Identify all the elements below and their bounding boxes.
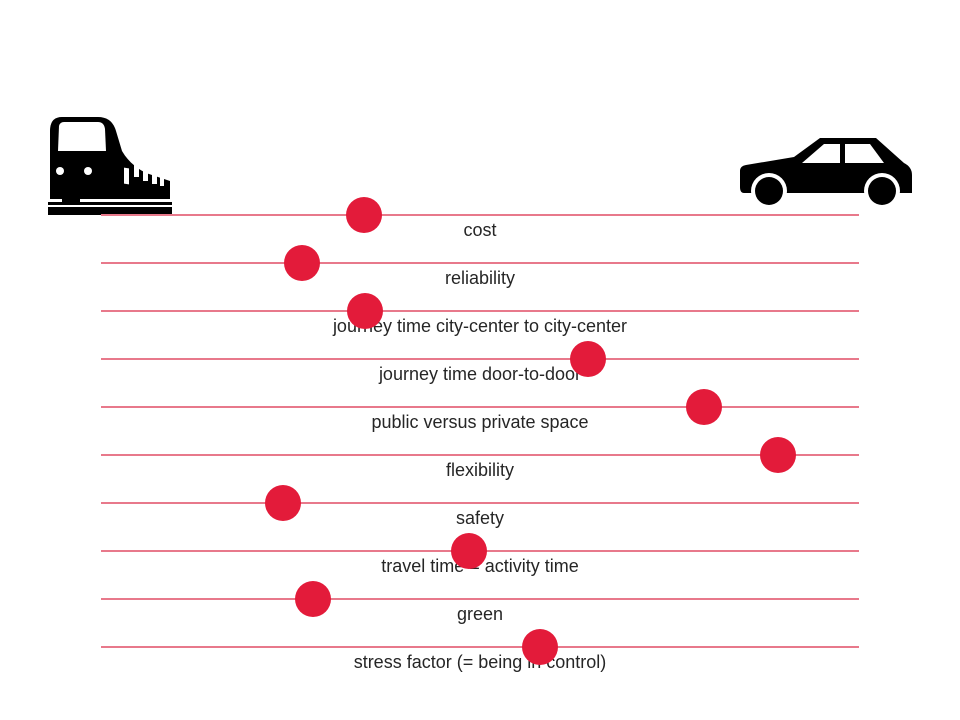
- scale-line: [101, 358, 859, 360]
- scale-label: journey time door-to-door: [378, 364, 582, 384]
- scale-label: reliability: [444, 268, 516, 288]
- scale-line: [101, 598, 859, 600]
- rating-marker[interactable]: [283, 245, 320, 281]
- rating-marker[interactable]: [295, 581, 332, 617]
- rating-marker[interactable]: [346, 197, 383, 233]
- scale-row-travel-activity-time: travel time = activity time: [101, 533, 859, 599]
- scale-row-public-private: public versus private space: [101, 389, 859, 455]
- scale-row-reliability: reliability: [101, 245, 859, 311]
- scale-line: [101, 406, 859, 408]
- car-icon: [740, 138, 912, 209]
- scale-label: safety: [455, 508, 505, 528]
- scale-row-cost: cost: [101, 197, 859, 263]
- scale-row-flexibility: flexibility: [101, 437, 859, 503]
- scale-row-journey-time-door: journey time door-to-door: [101, 341, 859, 407]
- scale-label: green: [456, 604, 504, 624]
- scale-label: stress factor (= being in control): [353, 652, 607, 672]
- rating-marker[interactable]: [450, 533, 487, 569]
- rating-marker[interactable]: [686, 389, 723, 425]
- rating-marker[interactable]: [346, 293, 383, 329]
- scale-row-safety: safety: [101, 485, 859, 551]
- rating-marker[interactable]: [569, 341, 606, 377]
- scale-line: [101, 214, 859, 216]
- scale-row-green: green: [101, 581, 859, 647]
- scale-label: cost: [463, 220, 497, 240]
- scale-label: public versus private space: [371, 412, 589, 432]
- scale-line: [101, 646, 859, 648]
- scale-row-stress-factor: stress factor (= being in control): [101, 629, 859, 695]
- scale-row-journey-time-city: journey time city-center to city-center: [101, 293, 859, 359]
- train-icon: [48, 117, 172, 215]
- scale-label: travel time = activity time: [381, 556, 579, 576]
- rating-marker[interactable]: [264, 485, 301, 521]
- scale-line: [101, 262, 859, 264]
- scale-label: journey time city-center to city-center: [332, 316, 628, 336]
- rating-marker[interactable]: [759, 437, 796, 473]
- scale-label: flexibility: [445, 460, 515, 480]
- rating-scale: cost reliability journey time city-cente…: [101, 197, 859, 695]
- scale-line: [101, 310, 859, 312]
- scale-line: [101, 502, 859, 504]
- rating-marker[interactable]: [521, 629, 558, 665]
- scale-line: [101, 454, 859, 456]
